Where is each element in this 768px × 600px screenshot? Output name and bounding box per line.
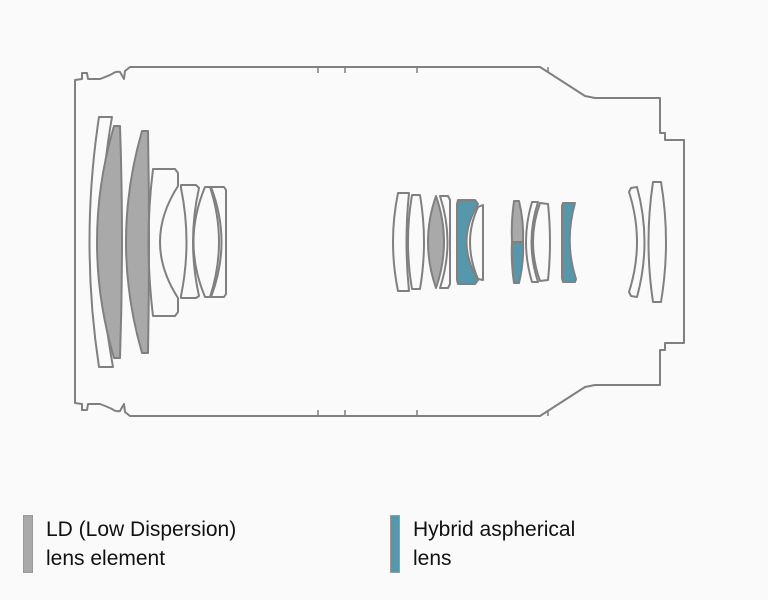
lens-element-5 bbox=[180, 184, 200, 299]
ld-color-swatch bbox=[23, 515, 33, 573]
lens-element-18 bbox=[628, 186, 646, 298]
ld-lens-element-2 bbox=[125, 130, 150, 354]
lens-element-15 bbox=[525, 201, 539, 283]
lens-barrel-outline bbox=[74, 66, 685, 417]
hybrid-aspherical-lens-3 bbox=[561, 202, 577, 283]
lens-element-7 bbox=[210, 186, 227, 298]
ld-hybrid-lens-element bbox=[510, 200, 525, 243]
lens-element-16 bbox=[532, 202, 551, 282]
ld-lens-element-3 bbox=[427, 195, 445, 289]
legend-item-hybrid: Hybrid aspherical lens bbox=[390, 515, 643, 573]
lens-element-6 bbox=[192, 186, 220, 298]
lens-element-4 bbox=[147, 168, 179, 317]
lens-element-13 bbox=[469, 204, 484, 281]
lens-construction-diagram bbox=[74, 66, 685, 417]
lens-element-9 bbox=[407, 194, 425, 290]
legend-label: LD (Low Dispersion) bbox=[46, 518, 237, 541]
hybrid-aspherical-lens-1 bbox=[456, 199, 479, 285]
hybrid-color-swatch bbox=[390, 515, 400, 573]
lens-element-19 bbox=[647, 181, 667, 303]
legend-item-ld: LD (Low Dispersion) lens element bbox=[23, 515, 276, 573]
hybrid-aspherical-lens-2 bbox=[510, 241, 525, 284]
legend-label: Hybrid aspherical bbox=[413, 518, 576, 541]
ld-lens-element-1 bbox=[96, 125, 123, 359]
lens-element-11 bbox=[439, 195, 451, 289]
legend-label: lens element bbox=[46, 547, 166, 570]
lens-element-8 bbox=[392, 192, 410, 292]
legend-label: lens bbox=[413, 547, 452, 570]
